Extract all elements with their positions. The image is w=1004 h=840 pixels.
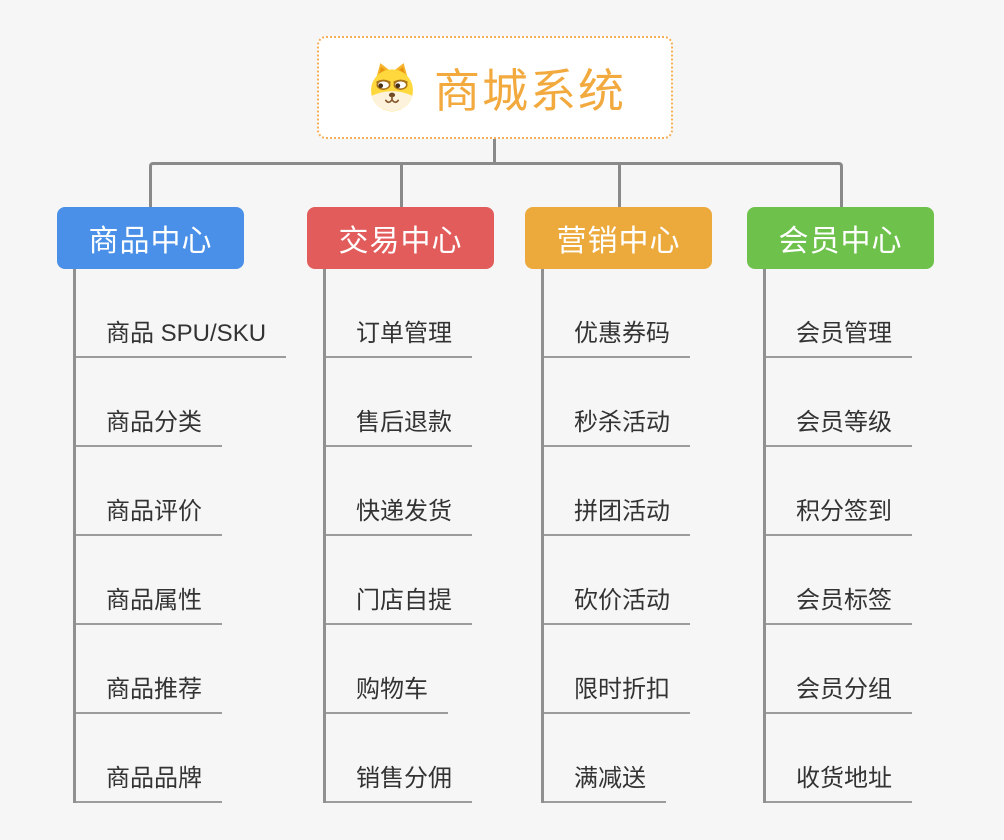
branch-box-product-center[interactable]: 商品中心 — [57, 207, 244, 269]
connector-spine — [763, 269, 766, 803]
child-topic[interactable]: 收货地址 — [763, 758, 912, 803]
connector-line — [400, 165, 403, 207]
connector-spine — [541, 269, 544, 803]
connector-line — [149, 162, 843, 207]
branch-children: 会员管理会员等级积分签到会员标签会员分组收货地址 — [763, 269, 934, 803]
child-topic-row: 购物车 — [323, 625, 494, 714]
child-topic[interactable]: 快递发货 — [323, 491, 472, 536]
child-topic-row: 商品分类 — [73, 358, 244, 447]
child-topic-row: 优惠券码 — [541, 269, 712, 358]
child-topic[interactable]: 砍价活动 — [541, 580, 690, 625]
child-topic[interactable]: 满减送 — [541, 758, 666, 803]
dog-face-icon — [364, 60, 420, 116]
child-topic[interactable]: 拼团活动 — [541, 491, 690, 536]
branch-marketing-center: 营销中心优惠券码秒杀活动拼团活动砍价活动限时折扣满减送 — [525, 207, 712, 803]
child-topic[interactable]: 会员分组 — [763, 669, 912, 714]
connector-spine — [323, 269, 326, 803]
connector-line — [493, 139, 496, 165]
child-topic[interactable]: 会员管理 — [763, 313, 912, 358]
child-topic[interactable]: 积分签到 — [763, 491, 912, 536]
child-topic-row: 砍价活动 — [541, 536, 712, 625]
branch-label: 商品中心 — [88, 225, 213, 258]
child-topic[interactable]: 限时折扣 — [541, 669, 690, 714]
branch-children: 商品 SPU/SKU 商品分类商品评价商品属性商品推荐商品品牌 — [73, 269, 287, 803]
child-topic[interactable]: 购物车 — [323, 669, 448, 714]
branch-product-center: 商品中心商品 SPU/SKU 商品分类商品评价商品属性商品推荐商品品牌 — [57, 207, 287, 803]
child-topic[interactable]: 秒杀活动 — [541, 402, 690, 447]
child-topic-row: 会员等级 — [763, 358, 934, 447]
child-topic-row: 收货地址 — [763, 714, 934, 803]
child-topic[interactable]: 会员等级 — [763, 402, 912, 447]
child-topic-row: 满减送 — [541, 714, 712, 803]
branch-member-center: 会员中心会员管理会员等级积分签到会员标签会员分组收货地址 — [747, 207, 934, 803]
child-topic-row: 会员管理 — [763, 269, 934, 358]
child-topic-row: 商品品牌 — [73, 714, 244, 803]
child-topic[interactable]: 商品分类 — [73, 402, 222, 447]
child-topic-row: 秒杀活动 — [541, 358, 712, 447]
child-topic-row: 订单管理 — [323, 269, 494, 358]
child-topic-row: 门店自提 — [323, 536, 494, 625]
child-topic-row: 商品属性 — [73, 536, 244, 625]
child-topic-row: 会员分组 — [763, 625, 934, 714]
child-topic-row: 会员标签 — [763, 536, 934, 625]
child-topic-row: 积分签到 — [763, 447, 934, 536]
child-topic-row: 快递发货 — [323, 447, 494, 536]
root-title: 商城系统 — [434, 64, 626, 117]
branch-trade-center: 交易中心订单管理售后退款快递发货门店自提购物车销售分佣 — [307, 207, 494, 803]
child-topic[interactable]: 商品属性 — [73, 580, 222, 625]
child-topic-row: 售后退款 — [323, 358, 494, 447]
child-topic-row: 拼团活动 — [541, 447, 712, 536]
child-topic[interactable]: 订单管理 — [323, 313, 472, 358]
child-topic[interactable]: 会员标签 — [763, 580, 912, 625]
connector-line — [618, 165, 621, 207]
child-topic-row: 商品评价 — [73, 447, 244, 536]
child-topic[interactable]: 优惠券码 — [541, 313, 690, 358]
branch-label: 会员中心 — [778, 225, 903, 258]
child-topic[interactable]: 门店自提 — [323, 580, 472, 625]
child-topic[interactable]: 商品推荐 — [73, 669, 222, 714]
child-topic[interactable]: 商品品牌 — [73, 758, 222, 803]
branch-label: 交易中心 — [338, 225, 463, 258]
root-node[interactable]: 商城系统 — [317, 36, 673, 139]
child-topic[interactable]: 商品评价 — [73, 491, 222, 536]
branch-box-marketing-center[interactable]: 营销中心 — [525, 207, 712, 269]
branch-label: 营销中心 — [556, 225, 681, 258]
child-topic-row: 商品推荐 — [73, 625, 244, 714]
branch-children: 订单管理售后退款快递发货门店自提购物车销售分佣 — [323, 269, 494, 803]
branch-box-member-center[interactable]: 会员中心 — [747, 207, 934, 269]
child-topic-row: 商品 SPU/SKU — [73, 269, 287, 358]
child-topic[interactable]: 商品 SPU/SKU — [73, 313, 287, 358]
connector-spine — [73, 269, 76, 803]
child-topic[interactable]: 销售分佣 — [323, 758, 472, 803]
child-topic[interactable]: 售后退款 — [323, 402, 472, 447]
branch-box-trade-center[interactable]: 交易中心 — [307, 207, 494, 269]
child-topic-row: 限时折扣 — [541, 625, 712, 714]
branch-children: 优惠券码秒杀活动拼团活动砍价活动限时折扣满减送 — [541, 269, 712, 803]
child-topic-row: 销售分佣 — [323, 714, 494, 803]
